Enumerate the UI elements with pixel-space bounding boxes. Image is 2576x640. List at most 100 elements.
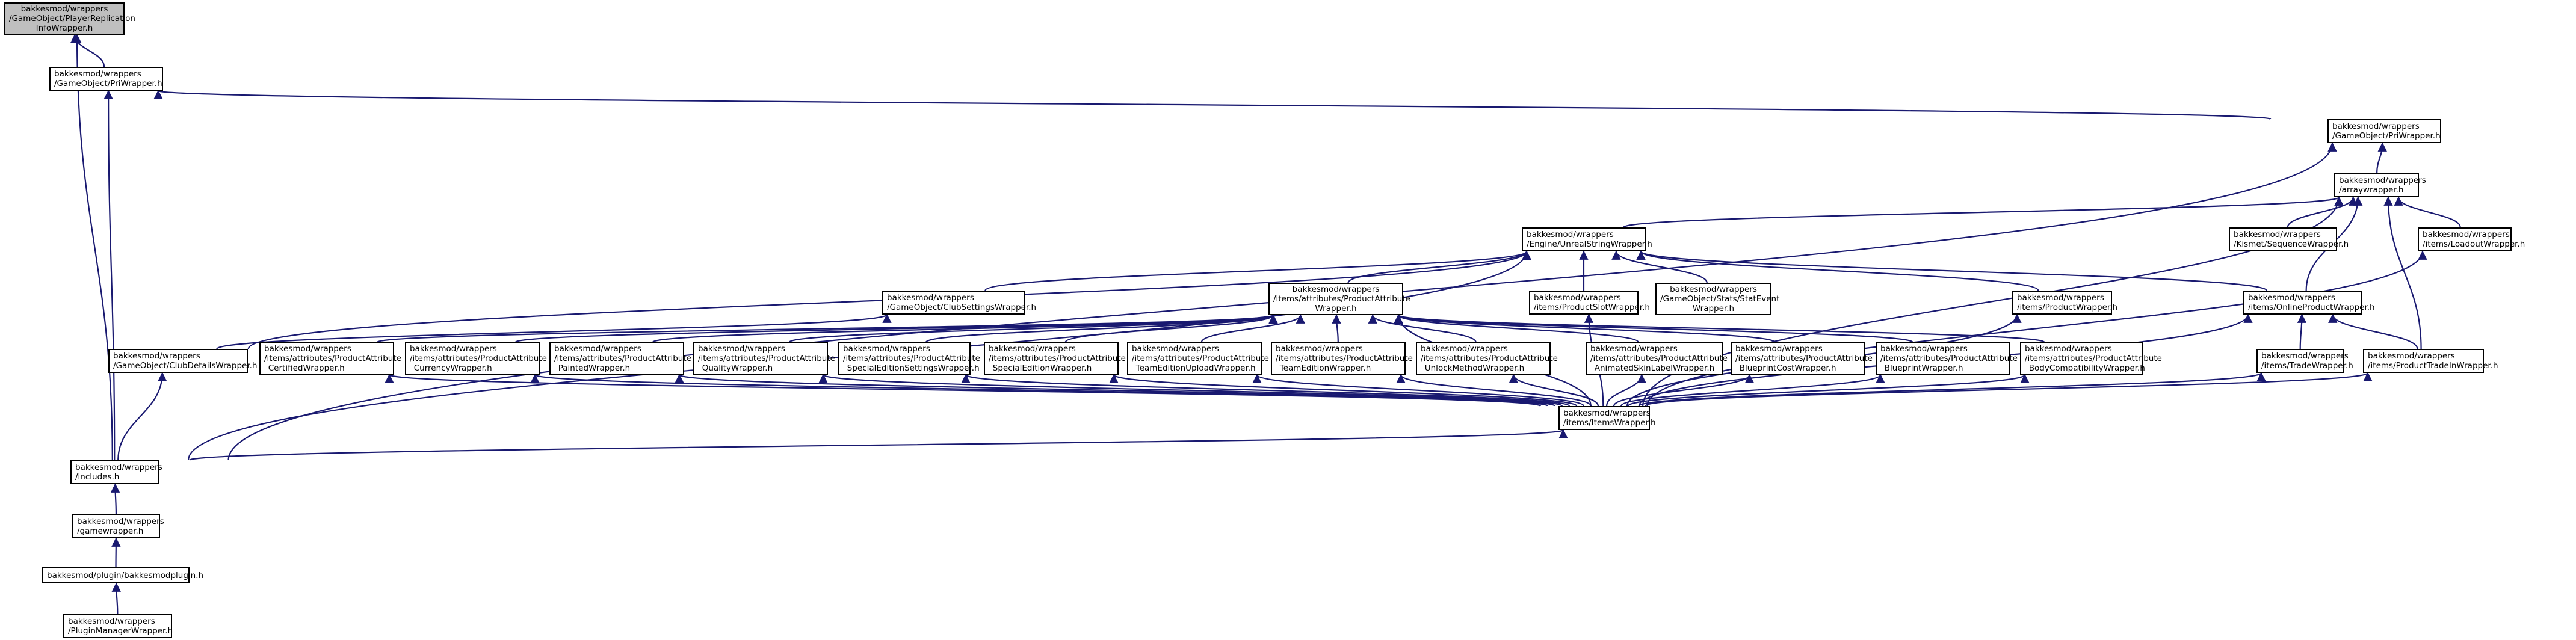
node-label-line: /items/attributes/ProductAttribute xyxy=(1735,354,1873,363)
node-attr-team-upload[interactable]: bakkesmod/wrappers/items/attributes/Prod… xyxy=(1127,342,1269,375)
node-product-attr[interactable]: bakkesmod/wrappers/items/attributes/Prod… xyxy=(1268,283,1410,315)
edge-stat-event-to-unrealstring xyxy=(1611,250,1708,283)
node-attr-special[interactable]: bakkesmod/wrappers/items/attributes/Prod… xyxy=(984,342,1126,375)
node-pri[interactable]: bakkesmod/wrappers/GameObject/PriWrapper… xyxy=(49,67,163,91)
node-label-line: /items/ProductWrapper.h xyxy=(2017,303,2118,312)
node-label-line: bakkesmod/wrappers xyxy=(68,617,155,626)
node-label-line: /GameObject/PriWrapper.h xyxy=(2332,131,2441,141)
edge-attr-team-to-product-attr xyxy=(1332,314,1341,343)
node-label-line: bakkesmod/wrappers xyxy=(698,344,785,354)
node-attr-painted[interactable]: bakkesmod/wrappers/items/attributes/Prod… xyxy=(549,342,691,375)
edge-attr-unlock-to-product-attr xyxy=(1368,314,1477,343)
node-label-line: bakkesmod/wrappers xyxy=(20,4,108,14)
node-pri-ws[interactable]: bakkesmod/wrappers/GameObject/PriWrapper… xyxy=(2327,119,2441,143)
node-unrealstring[interactable]: bakkesmod/wrappers/Engine/UnrealStringWr… xyxy=(1522,227,1652,251)
node-gamewrapper[interactable]: bakkesmod/wrappers/gamewrapper.h xyxy=(72,514,164,538)
edge-club-settings-to-unrealstring xyxy=(984,250,1531,292)
edge-pluginmanager-to-bakkesmodplugin xyxy=(111,582,121,615)
node-label-line: _TeamEditionUploadWrapper.h xyxy=(1132,363,1256,373)
node-label-line: _TeamEditionWrapper.h xyxy=(1276,363,1371,373)
node-attr-blueprint-cost[interactable]: bakkesmod/wrappers/items/attributes/Prod… xyxy=(1731,342,1873,375)
node-label-line: bakkesmod/wrappers xyxy=(2017,293,2104,303)
node-label-line: /items/TradeWrapper.h xyxy=(2261,361,2353,371)
edge-unrealstring-to-arraywrapper xyxy=(1622,196,2343,229)
node-arraywrapper[interactable]: bakkesmod/wrappers/arraywrapper.h xyxy=(2334,173,2426,197)
node-label-line: /GameObject/ClubSettingsWrapper.h xyxy=(887,303,1037,312)
edge-attr-quality-to-product-attr xyxy=(788,314,1278,343)
node-label-line: /items/ProductTradeInWrapper.h xyxy=(2368,361,2498,371)
node-label-line: bakkesmod/wrappers xyxy=(1534,293,1621,303)
node-label-line: bakkesmod/wrappers xyxy=(2248,293,2335,303)
node-label-line: /items/attributes/ProductAttribute xyxy=(843,354,980,363)
node-label-line: /GameObject/PriWrapper.h xyxy=(54,79,162,88)
node-label-line: /items/attributes/ProductAttribute xyxy=(264,354,401,363)
node-label-line: /gamewrapper.h xyxy=(77,526,144,536)
node-label-line: /items/OnlineProductWrapper.h xyxy=(2248,303,2375,312)
node-attr-team[interactable]: bakkesmod/wrappers/items/attributes/Prod… xyxy=(1271,342,1413,375)
node-label-line: bakkesmod/wrappers xyxy=(1276,344,1363,354)
node-attr-body-compat[interactable]: bakkesmod/wrappers/items/attributes/Prod… xyxy=(2020,342,2162,375)
node-attr-quality[interactable]: bakkesmod/wrappers/items/attributes/Prod… xyxy=(693,342,835,375)
node-label-line: bakkesmod/wrappers xyxy=(113,351,200,361)
node-attr-unlock[interactable]: bakkesmod/wrappers/items/attributes/Prod… xyxy=(1416,342,1558,375)
node-label-line: /items/ProductSlotWrapper.h xyxy=(1534,303,1650,312)
node-label-line: _CertifiedWrapper.h xyxy=(264,363,345,373)
edge-attr-team-upload-to-product-attr xyxy=(1200,314,1305,343)
node-label-line: bakkesmod/wrappers xyxy=(843,344,930,354)
node-label-line: /items/attributes/ProductAttribute xyxy=(1132,354,1269,363)
edge-trade-to-online-product xyxy=(2297,313,2307,349)
node-label-line: bakkesmod/wrappers xyxy=(2025,344,2112,354)
node-attr-currency[interactable]: bakkesmod/wrappers/items/attributes/Prod… xyxy=(405,342,547,375)
node-label-line: /items/attributes/ProductAttribute xyxy=(1273,294,1410,304)
edge-attr-special-to-product-attr xyxy=(1064,314,1278,343)
node-bakkesmodplugin[interactable]: bakkesmod/plugin/bakkesmodplugin.h xyxy=(42,567,203,583)
edge-includes-to-pri xyxy=(103,90,116,461)
node-label-line: bakkesmod/wrappers xyxy=(2261,351,2349,361)
node-label-line: /GameObject/Stats/StatEvent xyxy=(1660,294,1780,304)
node-label-line: bakkesmod/wrappers xyxy=(1527,230,1614,239)
node-label-line: /arraywrapper.h xyxy=(2339,185,2404,195)
node-product-trade-in[interactable]: bakkesmod/wrappers/items/ProductTradeInW… xyxy=(2363,349,2498,373)
node-label-line: bakkesmod/wrappers xyxy=(1670,285,1757,294)
node-stat-event[interactable]: bakkesmod/wrappers/GameObject/Stats/Stat… xyxy=(1655,283,1780,315)
edge-items-to-attr-quality xyxy=(819,374,1563,407)
node-club-details[interactable]: bakkesmod/wrappers/GameObject/ClubDetail… xyxy=(108,349,258,373)
node-attr-blueprint[interactable]: bakkesmod/wrappers/items/attributes/Prod… xyxy=(1876,342,2018,375)
node-kismet-seq[interactable]: bakkesmod/wrappers/Kismet/SequenceWrappe… xyxy=(2229,227,2349,251)
edge-items-to-attr-anim-skin xyxy=(1606,374,1646,407)
edge-items-to-attr-certified xyxy=(385,374,1541,407)
node-label-line: _BodyCompatibilityWrapper.h xyxy=(2025,363,2145,373)
node-label-line: bakkesmod/wrappers xyxy=(989,344,1076,354)
node-attr-anim-skin[interactable]: bakkesmod/wrappers/items/attributes/Prod… xyxy=(1586,342,1728,375)
node-product[interactable]: bakkesmod/wrappers/items/ProductWrapper.… xyxy=(2012,291,2118,315)
node-label-line: /Engine/UnrealStringWrapper.h xyxy=(1527,239,1652,249)
node-label-line: _UnlockMethodWrapper.h xyxy=(1421,363,1525,373)
node-label-line: /items/attributes/ProductAttribute xyxy=(554,354,691,363)
edge-attr-painted-to-product-attr xyxy=(652,314,1277,343)
edge-items-to-trade xyxy=(1638,372,2266,407)
edge-product-to-unrealstring xyxy=(1636,250,2039,292)
node-items[interactable]: bakkesmod/wrappers/items/ItemsWrapper.h xyxy=(1558,406,1656,430)
node-product-slot[interactable]: bakkesmod/wrappers/items/ProductSlotWrap… xyxy=(1529,291,1650,315)
node-label-line: _CurrencyWrapper.h xyxy=(410,363,492,373)
node-attr-special-settings[interactable]: bakkesmod/wrappers/items/attributes/Prod… xyxy=(838,342,980,375)
node-label-line: bakkesmod/wrappers xyxy=(410,344,497,354)
node-label-line: bakkesmod/wrappers xyxy=(2234,230,2321,239)
edge-online-product-to-unrealstring xyxy=(1636,250,2267,292)
node-label-line: /items/attributes/ProductAttribute xyxy=(2025,354,2162,363)
node-label-line: /items/attributes/ProductAttribute xyxy=(1590,354,1728,363)
node-label-line: bakkesmod/wrappers xyxy=(887,293,974,303)
node-online-product[interactable]: bakkesmod/wrappers/items/OnlineProductWr… xyxy=(2243,291,2375,315)
node-label-line: /items/attributes/ProductAttribute xyxy=(698,354,835,363)
node-pluginmanager[interactable]: bakkesmod/wrappers/PluginManagerWrapper.… xyxy=(63,614,173,638)
node-loadout[interactable]: bakkesmod/wrappers/items/LoadoutWrapper.… xyxy=(2418,227,2525,251)
node-trade[interactable]: bakkesmod/wrappers/items/TradeWrapper.h xyxy=(2256,349,2353,373)
node-label-line: /Kismet/SequenceWrapper.h xyxy=(2234,239,2349,249)
node-label-line: bakkesmod/wrappers xyxy=(1735,344,1823,354)
node-attr-certified[interactable]: bakkesmod/wrappers/items/attributes/Prod… xyxy=(259,342,401,375)
node-club-settings[interactable]: bakkesmod/wrappers/GameObject/ClubSettin… xyxy=(882,291,1037,315)
node-label-line: bakkesmod/wrappers xyxy=(1292,285,1380,294)
node-includes[interactable]: bakkesmod/wrappers/includes.h xyxy=(70,460,162,484)
node-label-line: /includes.h xyxy=(75,472,120,482)
